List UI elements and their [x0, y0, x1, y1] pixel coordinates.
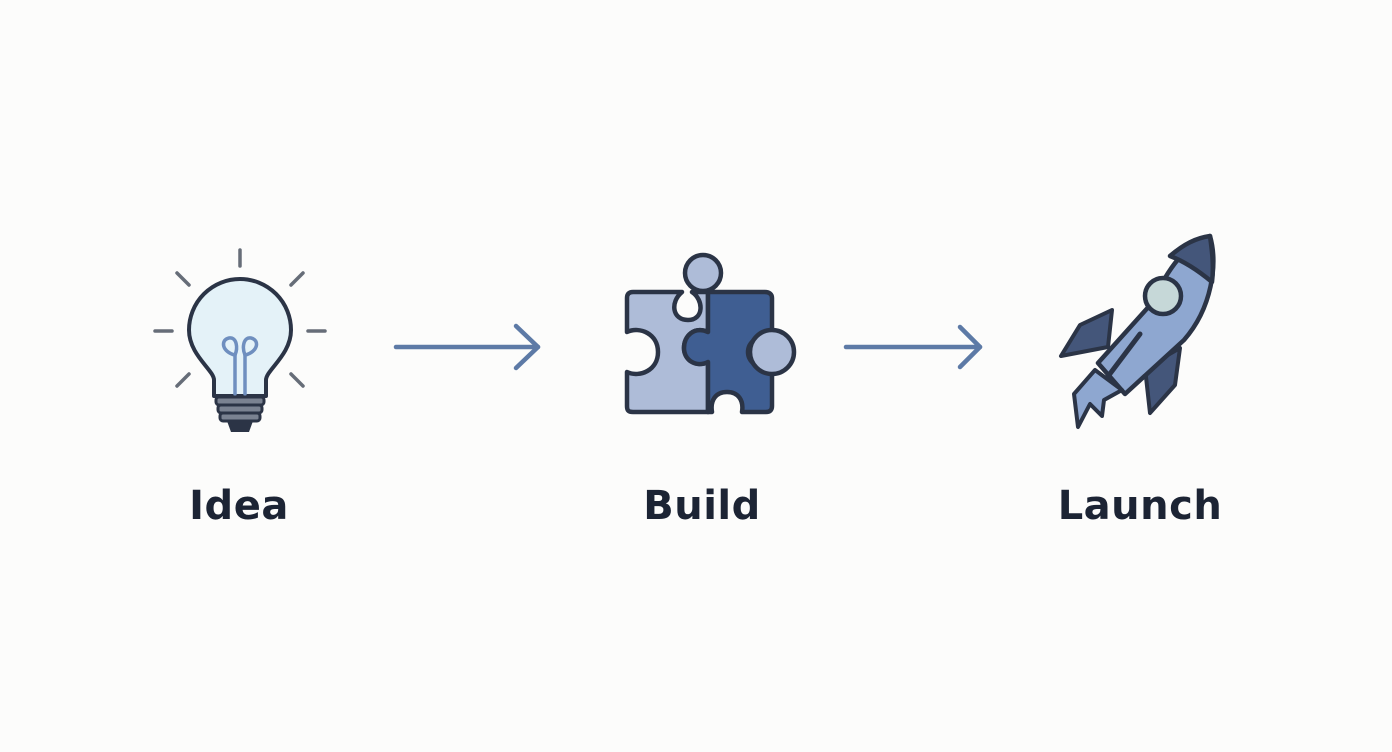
arrow-idea-to-build — [390, 320, 550, 381]
step-label-idea: Idea — [189, 483, 289, 529]
step-label-launch: Launch — [1057, 483, 1223, 529]
rocket-icon — [1054, 230, 1220, 436]
puzzle-icon — [620, 250, 802, 422]
lightbulb-icon — [150, 246, 330, 436]
arrow-build-to-launch — [840, 320, 1000, 381]
step-label-build: Build — [643, 483, 761, 529]
